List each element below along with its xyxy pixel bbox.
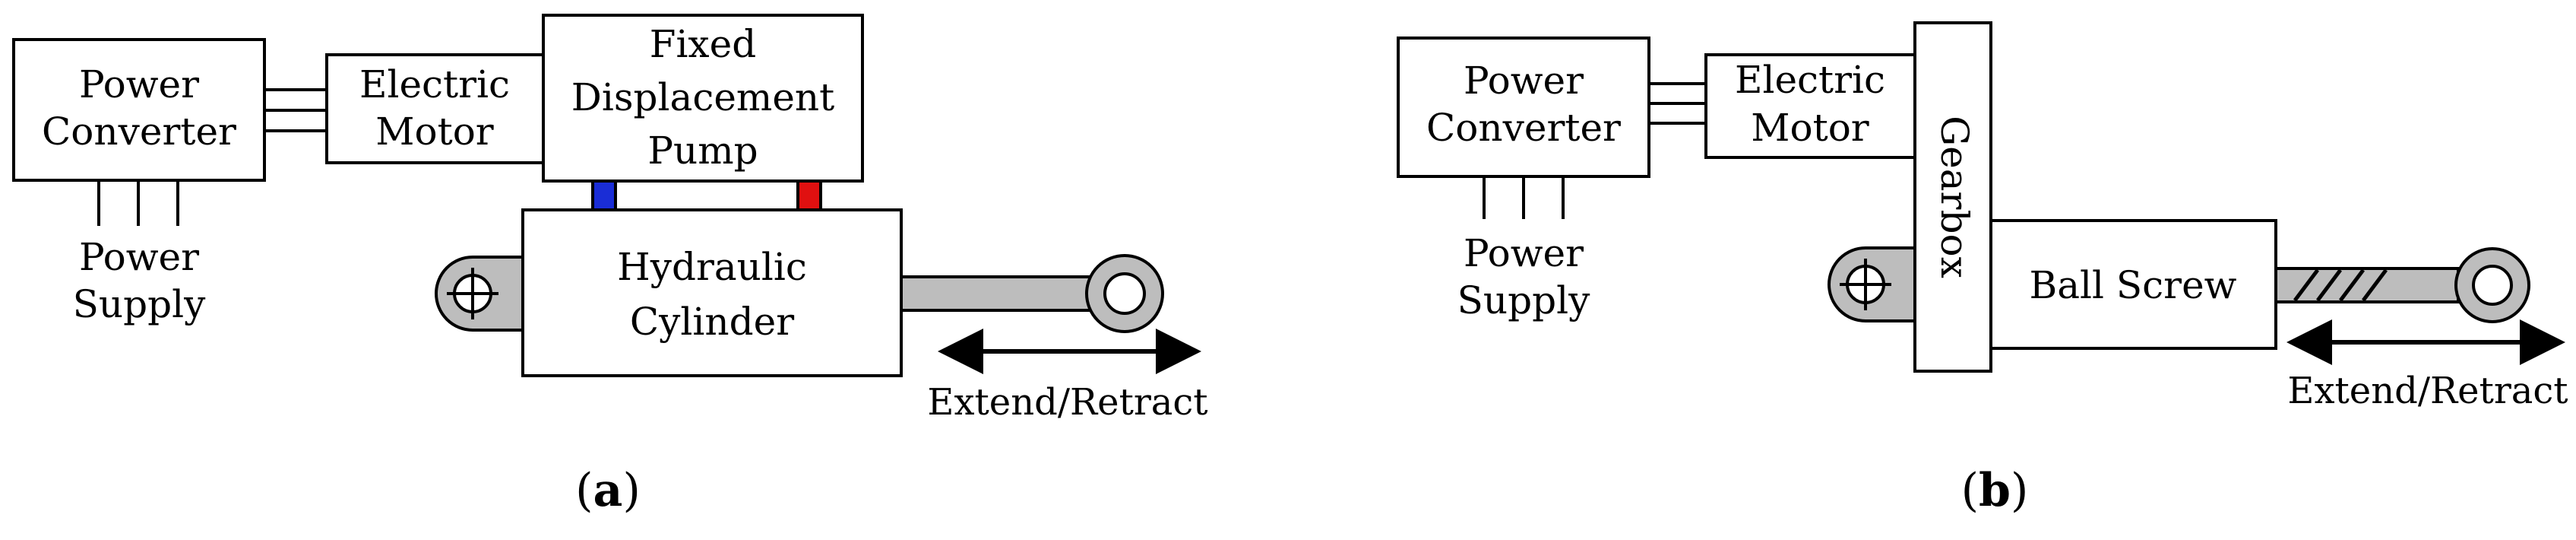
electric-motor-block-b: Electric Motor	[1704, 53, 1916, 159]
extend-retract-label-a: Extend/Retract	[927, 381, 1207, 424]
electric-motor-label-line1-b: Electric	[1735, 58, 1885, 102]
power-converter-label-line2: Converter	[42, 110, 236, 154]
electric-motor-block-a: Electric Motor	[325, 53, 545, 164]
piston-rod-a	[900, 254, 1164, 333]
rear-mount-b	[1828, 246, 1915, 322]
cylinder-label-line2: Cylinder	[630, 300, 794, 344]
power-supply-lines-a	[97, 180, 179, 226]
rear-mount-a	[435, 256, 523, 332]
power-supply-label-line2-a: Supply	[73, 282, 206, 326]
three-phase-link-b	[1649, 82, 1706, 125]
electric-motor-label-line2: Motor	[375, 110, 493, 154]
screw-rod-b	[2274, 247, 2530, 323]
power-converter-label-line2-b: Converter	[1426, 106, 1621, 150]
power-supply-label-line1-b: Power	[1464, 231, 1584, 275]
power-supply-lines-b	[1483, 176, 1565, 219]
power-converter-block-a: Power Converter	[12, 38, 266, 182]
electric-motor-label-line2-b: Motor	[1751, 106, 1869, 150]
panel-b: Power Converter Electric Motor Power Sup…	[1397, 21, 2568, 517]
three-phase-link-a	[264, 88, 327, 132]
caption-b: (b)	[1961, 464, 2029, 517]
hydraulic-cylinder-block: Hydraulic Cylinder	[521, 208, 903, 377]
power-converter-label-line1-b: Power	[1464, 59, 1584, 103]
pump-label-line3: Pump	[647, 129, 758, 173]
pump-label-line1: Fixed	[650, 22, 756, 66]
electric-motor-label-line1: Electric	[359, 62, 510, 106]
hydraulic-port-red	[796, 179, 822, 211]
power-converter-label-line1: Power	[79, 62, 199, 106]
gearbox-label: Gearbox	[1932, 116, 1976, 278]
gearbox-block: Gearbox	[1913, 21, 1992, 373]
panel-a: Power Converter Electric Motor Fixed Dis…	[12, 14, 1208, 517]
pump-label-line2: Displacement	[571, 75, 834, 119]
cylinder-label-line1: Hydraulic	[617, 245, 807, 289]
ball-screw-block: Ball Screw	[1989, 219, 2277, 350]
pump-block: Fixed Displacement Pump	[542, 14, 864, 183]
power-converter-block-b: Power Converter	[1397, 37, 1650, 178]
power-supply-label-line2-b: Supply	[1457, 278, 1590, 322]
ball-screw-label: Ball Screw	[2030, 263, 2237, 307]
extend-retract-label-b: Extend/Retract	[2287, 370, 2568, 412]
power-supply-label-line1-a: Power	[79, 235, 199, 279]
hydraulic-port-blue	[591, 179, 617, 211]
caption-a: (a)	[575, 464, 641, 517]
